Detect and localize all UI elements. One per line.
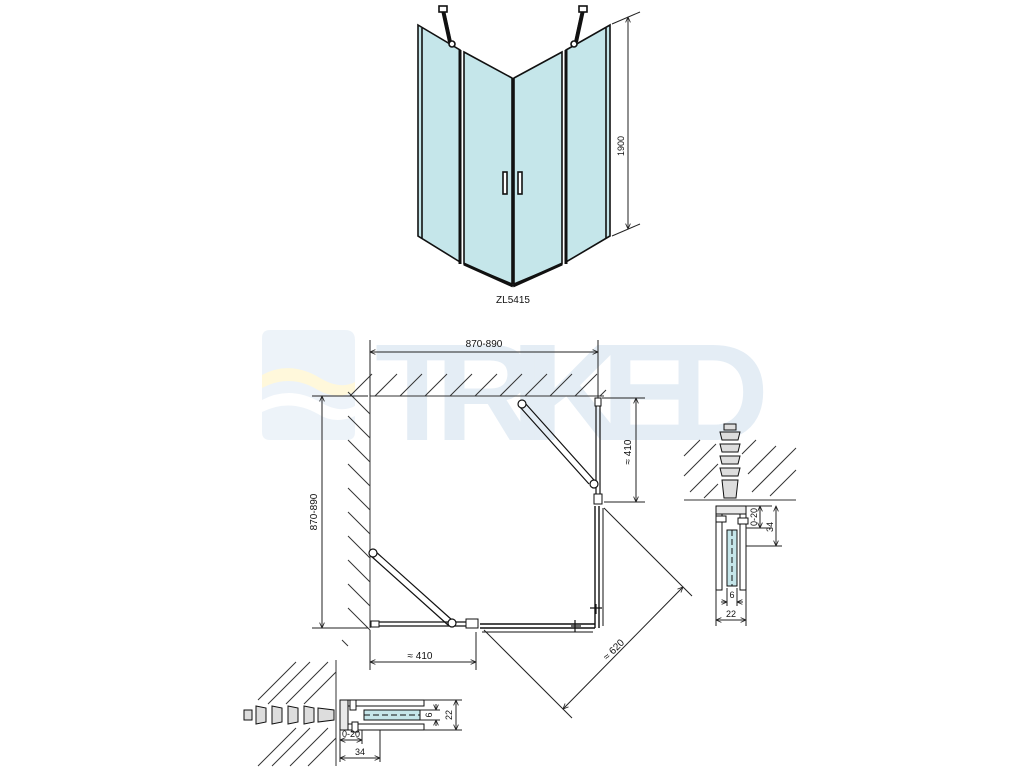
detail-right-depth-label: 34 <box>765 522 775 532</box>
bottom-fixed-panel-plan <box>370 618 595 633</box>
plan-view <box>312 340 693 719</box>
right-wall-brace-plan <box>517 399 599 489</box>
top-width-label: 870-890 <box>466 339 503 350</box>
detail-bottom-dimensions <box>340 700 462 762</box>
wall-profile-detail-right <box>683 423 797 626</box>
left-wall-hatch <box>341 391 371 647</box>
wall-anchor-right <box>719 423 741 499</box>
enclosure-3d-view <box>417 5 641 288</box>
right-door-handle <box>517 171 523 195</box>
profile-bottom <box>339 699 425 733</box>
model-code-label: ZL5415 <box>496 295 530 306</box>
left-door-handle <box>502 171 508 195</box>
right-wall-brace <box>570 5 588 48</box>
detail-bottom-adjust-label: 0-20 <box>342 729 360 739</box>
wall-anchor-bottom <box>243 705 335 725</box>
right-fixed-panel <box>565 23 611 264</box>
watermark-logo <box>262 330 355 440</box>
left-fixed-panel <box>417 23 461 264</box>
detail-right-width-label: 22 <box>726 609 736 619</box>
right-door-panel <box>513 50 563 286</box>
height-dimension <box>611 11 641 237</box>
door-swing-label: ≈ 620 <box>602 637 628 663</box>
left-wall-brace-plan <box>368 548 457 628</box>
detail-bottom-wall-hatch <box>257 660 337 767</box>
top-wall-hatch <box>349 373 607 397</box>
watermark-text: TRIKED <box>375 316 775 470</box>
profile-right <box>715 505 749 591</box>
detail-right-dimensions <box>716 506 782 626</box>
watermark: TRIKED <box>262 316 775 470</box>
detail-bottom-depth-label: 34 <box>355 747 365 757</box>
detail-right-glass-label: 6 <box>729 590 734 600</box>
wall-profile-detail-bottom <box>243 660 462 767</box>
detail-bottom-glass-label: 6 <box>424 712 434 717</box>
detail-right-adjust-label: 0-20 <box>749 508 759 526</box>
left-depth-label: 870-890 <box>309 493 320 530</box>
detail-bottom-width-label: 22 <box>444 710 454 720</box>
right-offset-label: ≈ 410 <box>623 439 634 464</box>
plan-dimensions <box>312 340 693 719</box>
left-wall-brace <box>438 5 456 48</box>
left-door-panel <box>463 50 513 286</box>
bottom-offset-label: ≈ 410 <box>408 651 433 662</box>
detail-right-wall-hatch <box>683 439 797 501</box>
height-label: 1900 <box>616 136 626 156</box>
